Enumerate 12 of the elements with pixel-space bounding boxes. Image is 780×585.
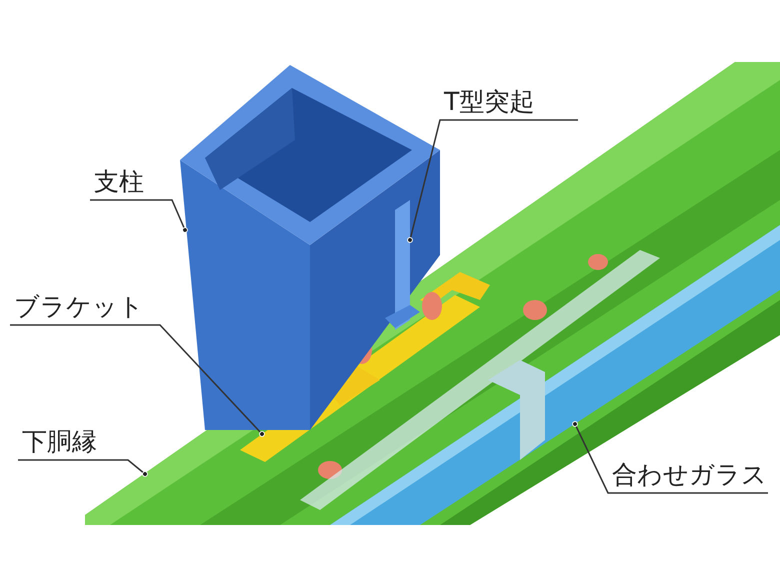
leader-line xyxy=(572,421,768,494)
part-label: 下胴縁 xyxy=(21,427,98,458)
leader-line xyxy=(18,459,148,477)
part-label: 合わせガラス xyxy=(611,460,768,491)
t-protrusion-drawing xyxy=(385,200,420,330)
leader-line xyxy=(10,324,265,437)
leader-line xyxy=(90,199,188,233)
column-drawing xyxy=(180,65,440,430)
part-label: ブラケット xyxy=(13,292,145,323)
part-label: 支柱 xyxy=(93,167,145,198)
leader-line xyxy=(407,119,578,243)
part-label: T型突起 xyxy=(443,87,536,118)
